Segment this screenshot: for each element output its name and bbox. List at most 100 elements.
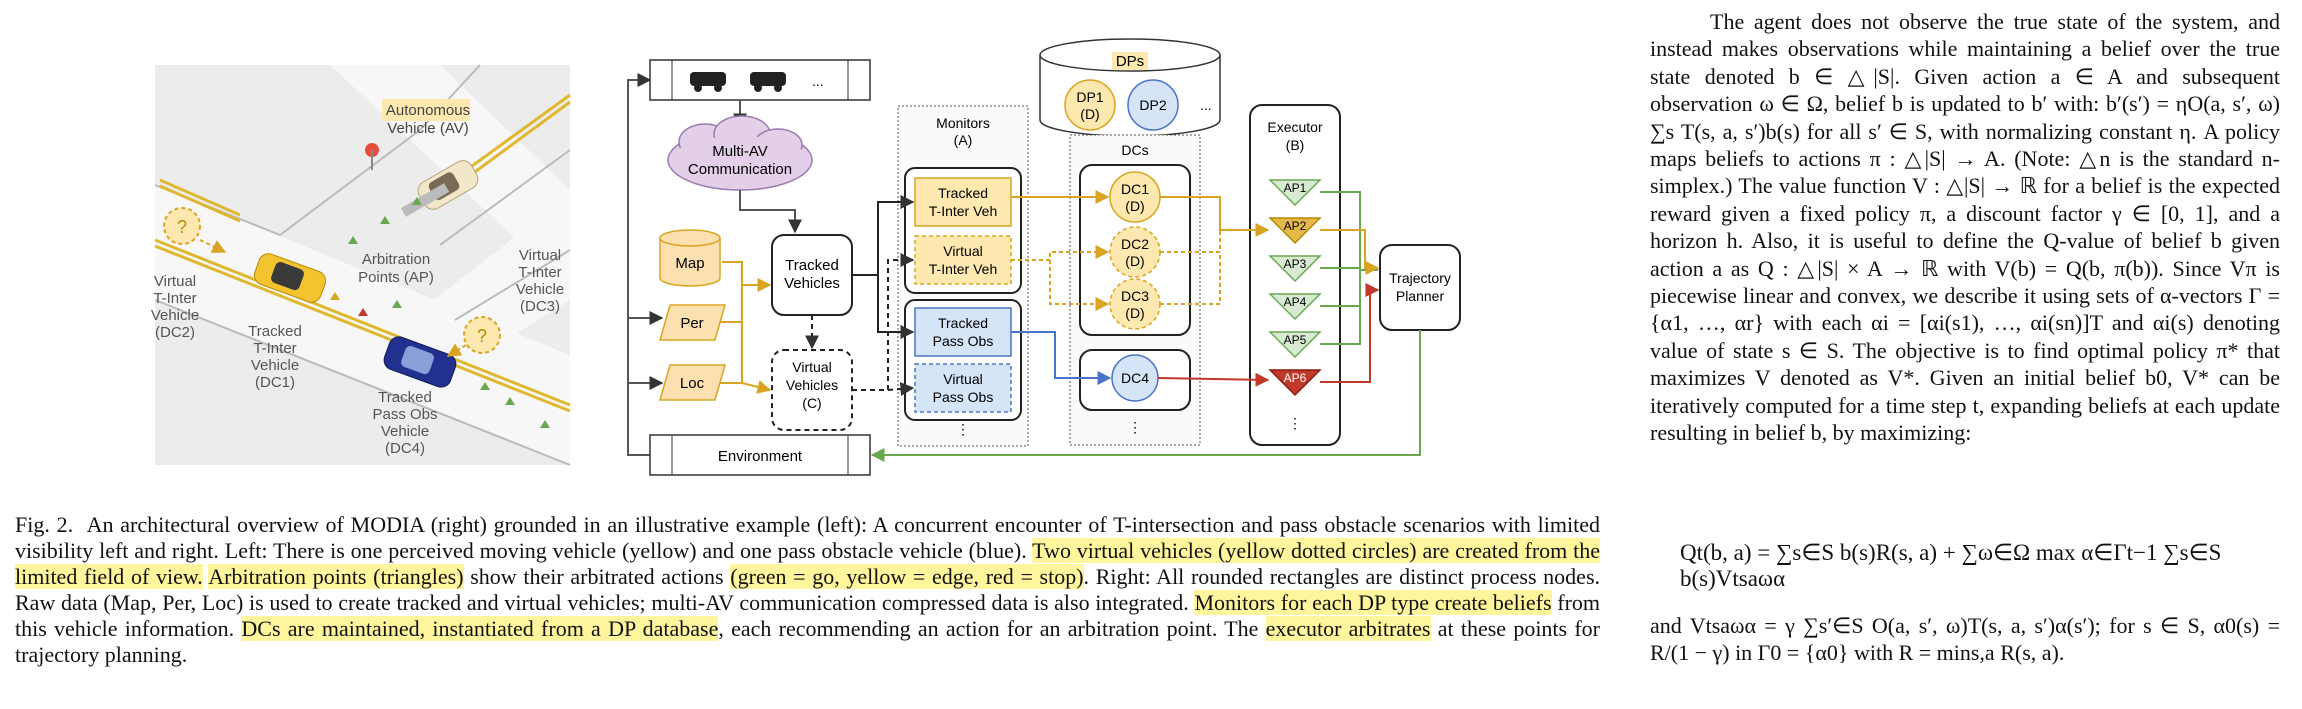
multi-av-communication-cloud: Multi-AV Communication [667, 115, 813, 191]
ap1: AP1 [1284, 181, 1307, 195]
monitor-tracked-tinter: Tracked [938, 185, 988, 201]
svg-text:Per: Per [680, 315, 703, 332]
caption-highlight: DCs are maintained, instantiated from a … [241, 616, 719, 641]
svg-text:Tracked: Tracked [248, 323, 302, 340]
virtual-vehicles-node: Virtual Vehicles (C) [771, 349, 853, 431]
svg-text:Monitors: Monitors [936, 115, 990, 131]
tracked-vehicles-node: Tracked Vehicles [771, 234, 853, 316]
svg-text:Virtual: Virtual [154, 273, 196, 290]
svg-text:Pass Obs: Pass Obs [933, 333, 994, 349]
svg-text:Vehicles: Vehicles [784, 275, 840, 292]
arbitration-point-markers [330, 197, 550, 428]
svg-text:Loc: Loc [680, 375, 705, 392]
architecture-diagram: ... Multi-AV Communication Map Per Loc [627, 38, 1461, 476]
svg-text:(B): (B) [1286, 137, 1305, 153]
svg-text:T-Inter: T-Inter [253, 340, 296, 357]
svg-text:?: ? [477, 326, 487, 346]
dcs-group: DCs DC1 (D) DC2 (D) DC3 (D) DC4 ⋮ [1069, 134, 1201, 446]
map-data-store: Map [659, 229, 721, 287]
ap6: AP6 [1284, 371, 1307, 385]
dc3-node: DC3 [1121, 288, 1149, 304]
caption-highlight: executor arbitrates [1265, 616, 1431, 641]
label-autonomous-vehicle: Autonomous [386, 102, 470, 119]
svg-text:Environment: Environment [718, 448, 803, 465]
localization-data: Loc [659, 364, 726, 401]
svg-text:Multi-AV: Multi-AV [712, 143, 768, 160]
caption-label: Fig. 2. [15, 512, 74, 537]
svg-text:T-Inter Veh: T-Inter Veh [929, 261, 997, 277]
monitor-virtual-pass: Virtual [943, 371, 982, 387]
tracked-pass-obs-vehicle-icon [383, 336, 457, 388]
svg-text:(D): (D) [1080, 106, 1099, 122]
svg-text:DCs: DCs [1121, 142, 1148, 158]
monitor-tracked-pass: Tracked [938, 315, 988, 331]
ap3: AP3 [1284, 257, 1307, 271]
svg-text:Tracked: Tracked [378, 389, 432, 406]
svg-text:Tracked: Tracked [785, 257, 839, 274]
ap4: AP4 [1284, 295, 1307, 309]
dc2-node: DC2 [1121, 236, 1149, 252]
scene-illustration: ? ? Autonomous Vehicle (AV) Arbitration … [151, 64, 571, 466]
svg-text:⋮: ⋮ [956, 421, 970, 437]
svg-text:Executor: Executor [1267, 119, 1323, 135]
ap2: AP2 [1284, 219, 1307, 233]
figure-2: ? ? Autonomous Vehicle (AV) Arbitration … [151, 38, 1461, 476]
dp-database: DPs DP1 (D) DP2 ... [1039, 38, 1221, 137]
svg-text:(DC2): (DC2) [155, 324, 195, 341]
virtual-vehicle-dc3-marker: ? [446, 316, 501, 357]
svg-text:Trajectory: Trajectory [1389, 270, 1451, 286]
vehicles-sensor-box: ... [649, 59, 871, 101]
svg-text:...: ... [812, 73, 824, 89]
dc1-node: DC1 [1121, 181, 1149, 197]
tracked-tinter-vehicle-icon [253, 253, 327, 303]
svg-text:(D): (D) [1125, 198, 1144, 214]
svg-text:(DC1): (DC1) [255, 374, 295, 391]
caption-highlight: Monitors for each DP type create beliefs [1194, 590, 1552, 615]
svg-text:(A): (A) [954, 132, 973, 148]
label-tracked-dc4: Tracked Pass Obs Vehicle (DC4) [372, 389, 437, 457]
autonomous-vehicle-icon [400, 160, 479, 217]
caption-highlight: (green = go, yellow = edge, red = stop) [730, 564, 1084, 589]
bellman-equation: Qt(b, a) = ∑s∈S b(s)R(s, a) + ∑ω∈Ω max α… [1680, 540, 2222, 591]
svg-text:...: ... [1200, 97, 1212, 113]
svg-text:(DC4): (DC4) [385, 440, 425, 457]
svg-text:Vehicle: Vehicle [151, 307, 199, 324]
body-paragraph: The agent does not observe the true stat… [1650, 9, 2280, 446]
svg-text:Vehicle: Vehicle [381, 423, 429, 440]
label-virtual-dc3: Virtual T-Inter Vehicle (DC3) [516, 247, 564, 315]
trajectory-planner-node: Trajectory Planner [1379, 244, 1461, 331]
svg-text:DP2: DP2 [1139, 97, 1166, 113]
svg-text:DPs: DPs [1116, 53, 1144, 70]
label-virtual-dc2: Virtual T-Inter Vehicle (DC2) [151, 273, 199, 341]
body-paragraph-2: and Vtsaωα = γ ∑s′∈S O(a, s′, ω)T(s, a, … [1650, 613, 2280, 666]
dc4-node: DC4 [1121, 370, 1149, 386]
ap5: AP5 [1284, 333, 1307, 347]
executor-node: Executor (B) AP1 AP2 AP3 AP4 AP5 AP6 ⋮ [1249, 104, 1341, 446]
svg-text:(DC3): (DC3) [520, 298, 560, 315]
svg-text:T-Inter: T-Inter [153, 290, 196, 307]
virtual-vehicle-dc2-marker: ? [163, 207, 227, 253]
svg-text:Vehicle: Vehicle [251, 357, 299, 374]
figure-caption: Fig. 2. An architectural overview of MOD… [15, 512, 1601, 667]
svg-text:Virtual: Virtual [519, 247, 561, 264]
caption-highlight: Arbitration points (triangles) [208, 564, 464, 589]
svg-text:T-Inter: T-Inter [518, 264, 561, 281]
svg-text:Vehicles: Vehicles [786, 377, 838, 393]
monitor-virtual-tinter: Virtual [943, 243, 982, 259]
label-arbitration-points: Arbitration [362, 251, 430, 268]
svg-text:Pass Obs: Pass Obs [372, 406, 437, 423]
svg-text:(D): (D) [1125, 305, 1144, 321]
svg-text:Vehicle (AV): Vehicle (AV) [387, 120, 468, 137]
monitors-group: Monitors (A) Tracked T-Inter Veh Virtual… [897, 105, 1029, 447]
svg-text:?: ? [177, 217, 187, 237]
svg-text:T-Inter Veh: T-Inter Veh [929, 203, 997, 219]
svg-text:(D): (D) [1125, 253, 1144, 269]
svg-text:Pass Obs: Pass Obs [933, 389, 994, 405]
svg-text:(C): (C) [802, 395, 821, 411]
svg-text:Planner: Planner [1396, 288, 1445, 304]
environment-box: Environment [649, 434, 871, 476]
svg-text:Points (AP): Points (AP) [358, 269, 434, 286]
svg-text:⋮: ⋮ [1128, 419, 1142, 435]
svg-text:Virtual: Virtual [792, 359, 831, 375]
svg-text:Vehicle: Vehicle [516, 281, 564, 298]
